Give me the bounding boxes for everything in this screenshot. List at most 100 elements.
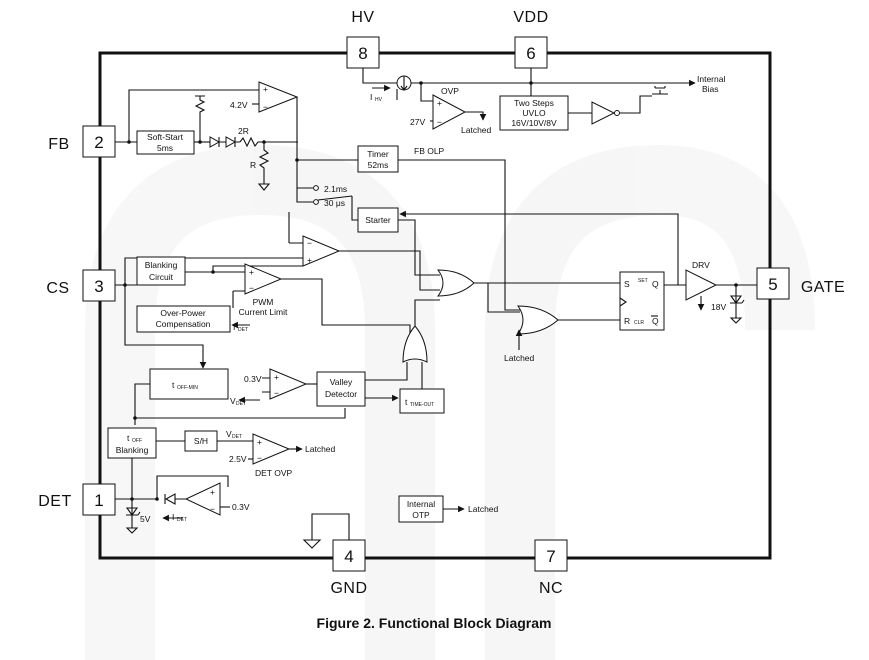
cs-section: Blanking Circuit bbox=[115, 256, 303, 369]
svg-text:FB OLP: FB OLP bbox=[414, 146, 445, 156]
svg-text:Internal: Internal bbox=[407, 499, 435, 509]
svg-text:5V: 5V bbox=[140, 514, 151, 524]
toff-min-block: t OFF-MIN V DET bbox=[133, 368, 346, 425]
svg-text:52ms: 52ms bbox=[368, 160, 389, 170]
svg-text:−: − bbox=[437, 117, 442, 127]
svg-text:OTP: OTP bbox=[412, 510, 430, 520]
svg-text:Timer: Timer bbox=[367, 149, 389, 159]
svg-text:CLR: CLR bbox=[634, 320, 644, 326]
svg-text:S: S bbox=[624, 279, 630, 289]
hv-section: I HV bbox=[362, 68, 660, 103]
svg-text:Latched: Latched bbox=[305, 444, 336, 454]
svg-text:+: + bbox=[307, 255, 312, 265]
svg-text:t: t bbox=[405, 397, 408, 407]
svg-text:TIME-OUT: TIME-OUT bbox=[410, 402, 434, 408]
svg-text:−: − bbox=[274, 388, 279, 398]
det-clamp: 5V + − 0.3V I DET bbox=[115, 475, 250, 534]
svg-text:−: − bbox=[210, 504, 215, 514]
svg-text:OFF: OFF bbox=[132, 438, 142, 444]
svg-text:+: + bbox=[257, 437, 262, 447]
svg-text:R: R bbox=[250, 160, 256, 170]
svg-text:S/H: S/H bbox=[194, 436, 208, 446]
svg-text:NC: NC bbox=[539, 580, 563, 597]
svg-text:+: + bbox=[210, 487, 215, 497]
or-gate-upper bbox=[436, 269, 620, 297]
svg-text:Blanking: Blanking bbox=[116, 445, 149, 455]
internal-bias-switch: Internal Bias bbox=[652, 74, 725, 95]
svg-text:Latched: Latched bbox=[468, 504, 499, 514]
svg-text:HV: HV bbox=[351, 9, 374, 26]
gnd-connection bbox=[302, 513, 350, 549]
det-ovp-comparator: + − 2.5V DET OVP Latched bbox=[229, 433, 336, 478]
svg-text:DET: DET bbox=[236, 401, 246, 407]
svg-text:OFF-MIN: OFF-MIN bbox=[177, 385, 198, 391]
cs-comparator-upper: − + bbox=[288, 212, 440, 291]
svg-text:Two Steps: Two Steps bbox=[514, 98, 554, 108]
svg-text:5ms: 5ms bbox=[157, 143, 173, 153]
svg-text:Latched: Latched bbox=[461, 125, 492, 135]
svg-text:Detector: Detector bbox=[325, 389, 357, 399]
uvlo-block: Two Steps UVLO 16V/10V/8V bbox=[499, 95, 652, 131]
ovp-comparator: + − 27V OVP Latched bbox=[410, 86, 492, 135]
svg-text:Q: Q bbox=[652, 279, 659, 289]
svg-text:+: + bbox=[249, 267, 254, 277]
chip-outline bbox=[98, 51, 772, 560]
svg-text:Current Limit: Current Limit bbox=[239, 307, 288, 317]
svg-text:I: I bbox=[233, 322, 235, 332]
svg-text:−: − bbox=[307, 238, 312, 248]
or-gate-vertical bbox=[402, 299, 440, 380]
svg-text:2: 2 bbox=[94, 133, 103, 152]
svg-text:DET: DET bbox=[238, 327, 248, 333]
fb-section: Soft-Start 5ms 2R R bbox=[115, 89, 298, 191]
svg-text:Bias: Bias bbox=[702, 84, 719, 94]
internal-otp-block: Internal OTP Latched bbox=[398, 495, 499, 523]
svg-text:7: 7 bbox=[546, 547, 555, 566]
svg-text:4.2V: 4.2V bbox=[230, 100, 248, 110]
svg-text:VDD: VDD bbox=[513, 9, 548, 26]
svg-text:R: R bbox=[624, 316, 630, 326]
svg-text:Soft-Start: Soft-Start bbox=[147, 132, 184, 142]
valley-detector-block: Valley Detector bbox=[316, 362, 408, 407]
svg-text:Latched: Latched bbox=[504, 353, 535, 363]
drv-driver: DRV 18V bbox=[685, 260, 757, 324]
svg-text:GND: GND bbox=[330, 580, 367, 597]
svg-text:DET: DET bbox=[38, 493, 72, 510]
svg-text:Over-Power: Over-Power bbox=[160, 308, 206, 318]
svg-text:Compensation: Compensation bbox=[156, 319, 211, 329]
pwm-comparator: + − PWM Current Limit bbox=[232, 263, 411, 340]
svg-text:2.5V: 2.5V bbox=[229, 454, 247, 464]
pin-nc: 7 NC bbox=[534, 539, 568, 597]
over-power-block: Over-Power Compensation I DET bbox=[136, 305, 250, 333]
starter-timing: 2.1ms 30 μs Starter bbox=[296, 160, 679, 285]
pin-cs: 3 CS bbox=[46, 269, 116, 302]
svg-text:6: 6 bbox=[526, 44, 535, 63]
sr-latch: S SET Q R CLR Q bbox=[619, 271, 686, 331]
svg-text:V: V bbox=[230, 396, 236, 406]
svg-text:V: V bbox=[226, 429, 232, 439]
svg-text:CS: CS bbox=[46, 280, 69, 297]
svg-text:16V/10V/8V: 16V/10V/8V bbox=[511, 118, 557, 128]
pin-hv: 8 HV bbox=[346, 9, 380, 69]
svg-text:DET: DET bbox=[177, 517, 187, 523]
svg-text:Q: Q bbox=[652, 316, 659, 326]
figure-caption: Figure 2. Functional Block Diagram bbox=[317, 615, 552, 631]
svg-text:−: − bbox=[257, 453, 262, 463]
svg-text:2.1ms: 2.1ms bbox=[324, 184, 347, 194]
svg-text:SET: SET bbox=[638, 278, 648, 284]
svg-text:I: I bbox=[370, 92, 372, 102]
svg-text:GATE: GATE bbox=[801, 279, 845, 296]
sample-hold-block: S/H V DET bbox=[184, 429, 253, 452]
svg-text:Circuit: Circuit bbox=[149, 272, 174, 282]
svg-text:Starter: Starter bbox=[365, 215, 391, 225]
pin-vdd: 6 VDD bbox=[513, 9, 548, 69]
svg-text:PWM: PWM bbox=[253, 297, 274, 307]
valley-comparator: + − 0.3V bbox=[244, 368, 317, 400]
svg-text:UVLO: UVLO bbox=[522, 108, 546, 118]
svg-text:HV: HV bbox=[375, 97, 383, 103]
svg-text:OVP: OVP bbox=[441, 86, 459, 96]
svg-text:8: 8 bbox=[358, 44, 367, 63]
svg-text:18V: 18V bbox=[711, 302, 726, 312]
svg-text:1: 1 bbox=[94, 491, 103, 510]
toff-blanking-block: t OFF Blanking bbox=[107, 427, 185, 500]
